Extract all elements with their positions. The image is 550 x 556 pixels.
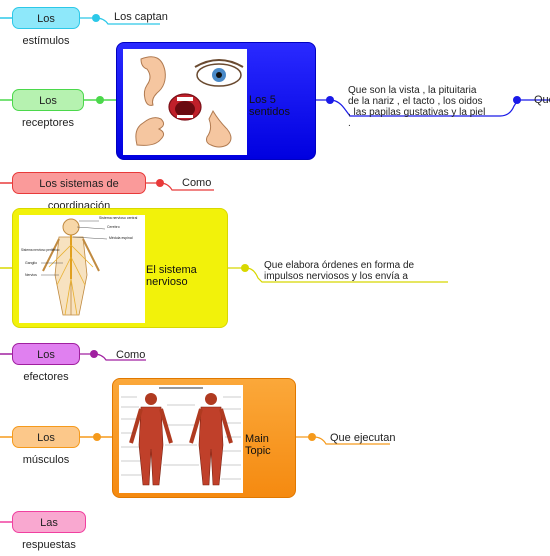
node-main-topic-box[interactable]: Main Topic <box>112 378 296 498</box>
node-main-topic[interactable]: Main Topic <box>245 433 271 457</box>
node-estimulos[interactable]: Los estímulos <box>12 7 80 47</box>
muscle-figure-front <box>129 393 173 486</box>
node-cinco-sentidos[interactable]: Los 5 sentidos <box>249 94 290 118</box>
ear-icon <box>140 56 166 106</box>
connector-dot[interactable] <box>93 433 101 441</box>
node-nervioso-desc[interactable]: Que elabora órdenes en forma de impulsos… <box>264 260 415 282</box>
senses-image <box>123 49 247 155</box>
muscle-figure-back <box>189 393 233 486</box>
label-periferico: Sistema nervioso periférico <box>21 248 60 252</box>
node-captan[interactable]: Los captan <box>114 11 168 23</box>
node-como-1[interactable]: Como <box>182 177 212 189</box>
node-sistema-nervioso[interactable]: El sistema nervioso <box>146 264 197 288</box>
label-central: Sistema nervioso central <box>99 216 138 220</box>
node-que-ejecutan[interactable]: Que ejecutan <box>330 432 396 444</box>
connector-dot[interactable] <box>92 14 100 22</box>
node-musculos[interactable]: Los músculos <box>12 426 80 466</box>
connector-dot[interactable] <box>513 96 521 104</box>
node-coordinacion[interactable]: Los sistemas de coordinación <box>12 172 146 212</box>
connector-dot[interactable] <box>241 264 249 272</box>
connector-dot[interactable] <box>156 179 164 187</box>
node-respuestas[interactable]: Las respuestas <box>12 511 86 551</box>
label-cerebro: Cerebro <box>107 225 120 229</box>
connector-dot[interactable] <box>90 350 98 358</box>
muscles-illustration <box>121 387 241 486</box>
connector-dot[interactable] <box>96 96 104 104</box>
node-efectores[interactable]: Los efectores <box>12 343 80 383</box>
node-que-right[interactable]: Que <box>534 94 550 106</box>
nervous-system-image: Sistema nervioso central Cerebro Médula … <box>19 215 145 323</box>
nose-icon <box>206 109 232 148</box>
node-sentidos-desc[interactable]: Que son la vista , la pituitaria de la n… <box>348 85 486 129</box>
senses-illustration <box>135 56 244 148</box>
label-medula: Médula espinal <box>109 236 133 240</box>
label-ganglio: Ganglio <box>25 261 37 265</box>
node-sistema-nervioso-box[interactable]: Sistema nervioso central Cerebro Médula … <box>12 208 228 328</box>
node-como-2[interactable]: Como <box>116 349 146 361</box>
connector-dot[interactable] <box>326 96 334 104</box>
muscles-image <box>119 385 243 493</box>
connector-dot[interactable] <box>308 433 316 441</box>
node-cinco-sentidos-box[interactable]: Los 5 sentidos <box>116 42 316 160</box>
nervous-system-illustration: Sistema nervioso central Cerebro Médula … <box>21 216 138 316</box>
node-receptores[interactable]: Los receptores <box>12 89 84 129</box>
hand-icon <box>135 117 165 146</box>
label-nervios: Nervios <box>25 273 37 277</box>
